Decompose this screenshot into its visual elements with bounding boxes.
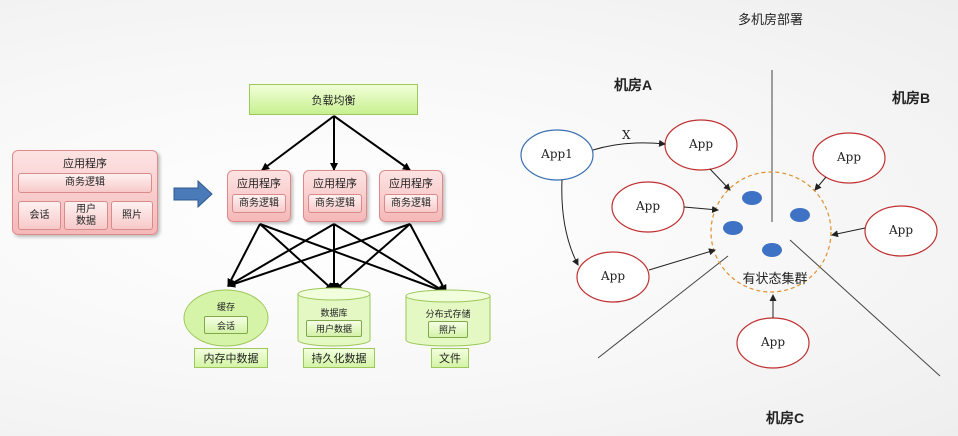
app1-to-app-arrow	[592, 139, 666, 151]
app1-to-cache-line	[227, 223, 261, 287]
app1-to-db-line	[259, 223, 334, 291]
app-a3-to-cluster-arrow	[648, 248, 716, 271]
app1-to-dfs-line	[259, 223, 446, 294]
app2-to-cache-line	[227, 223, 335, 287]
monolith-photo: 照片	[111, 201, 153, 230]
monolith-session: 会话	[18, 201, 61, 230]
app-server-logic: 商务逻辑	[384, 194, 438, 213]
app-label-a1: App	[688, 137, 714, 151]
cluster-dot	[723, 221, 743, 235]
stateful-cluster-label: 有状态集群	[742, 272, 808, 287]
app-b1-to-cluster-arrow	[814, 176, 827, 191]
app-server-logic: 商务逻辑	[232, 194, 286, 213]
stateful-cluster-circle	[710, 171, 832, 293]
room-c-label: 机房C	[766, 410, 805, 426]
persistent-data-label: 持久化数据	[303, 348, 375, 368]
app3-to-db-line	[334, 223, 411, 291]
app-server-title: 应用程序	[389, 177, 433, 190]
cache-title: 缓存	[216, 303, 235, 313]
app-server-box-1: 应用程序 商务逻辑	[227, 170, 291, 222]
cluster-dot	[742, 191, 762, 205]
x-mark-label: X	[622, 128, 631, 142]
transition-arrow	[173, 179, 213, 209]
db-user-data-box: 用户数据	[306, 320, 362, 337]
divider-left	[597, 255, 729, 359]
app1-node	[520, 129, 594, 181]
app3-to-dfs-line	[409, 223, 447, 293]
multi-dc-title: 多机房部署	[738, 13, 804, 28]
app-label-b1: App	[836, 150, 862, 164]
app-b2-to-cluster-arrow	[831, 227, 866, 238]
app1-to-app-lower-arrow	[561, 179, 579, 266]
cluster-dot	[790, 208, 810, 222]
monolith-business-logic: 商务逻辑	[18, 173, 152, 193]
divider-right	[789, 239, 941, 377]
monolith-user-data: 用户 数据	[64, 201, 108, 230]
app-server-box-3: 应用程序 商务逻辑	[379, 170, 443, 222]
app-server-box-2: 应用程序 商务逻辑	[303, 170, 367, 222]
monolith-app-title: 应用程序	[63, 157, 107, 170]
app-server-title: 应用程序	[237, 177, 281, 190]
app-label-a3: App	[600, 269, 626, 283]
app-server-title: 应用程序	[313, 177, 357, 190]
file-label: 文件	[431, 348, 469, 368]
monolith-user-data-label: 用户 数据	[76, 203, 96, 227]
app2-to-dfs-line	[333, 223, 446, 293]
cache-session-box: 会话	[204, 316, 248, 334]
dfs-cylinder	[405, 289, 491, 347]
app-label-b2: App	[888, 223, 914, 237]
app-label-c1: App	[760, 335, 786, 349]
db-title: 数据库	[320, 309, 348, 319]
room-a-label: 机房A	[614, 77, 653, 93]
room-b-label: 机房B	[892, 90, 931, 106]
dfs-title: 分布式存储	[425, 310, 471, 320]
app1-label: App1	[541, 147, 573, 161]
cluster-dot	[762, 243, 782, 257]
lb-to-app3-line	[333, 115, 411, 171]
load-balancer-box: 负载均衡	[249, 84, 418, 115]
app-label-a2: App	[635, 199, 661, 213]
dfs-photo-box: 照片	[428, 321, 468, 338]
app-a1-to-cluster-arrow	[709, 168, 731, 191]
memory-data-label: 内存中数据	[194, 348, 268, 368]
monolith-app-box: 应用程序 商务逻辑 会话 用户 数据 照片	[12, 150, 158, 235]
app-node-b1	[812, 132, 886, 184]
lb-to-app1-line	[261, 115, 335, 171]
app3-to-cache-line	[227, 223, 411, 288]
app-node-b2	[864, 205, 938, 257]
app-server-logic: 商务逻辑	[308, 194, 362, 213]
app-node-a3	[576, 251, 650, 303]
app-a2-to-cluster-arrow	[683, 205, 719, 213]
